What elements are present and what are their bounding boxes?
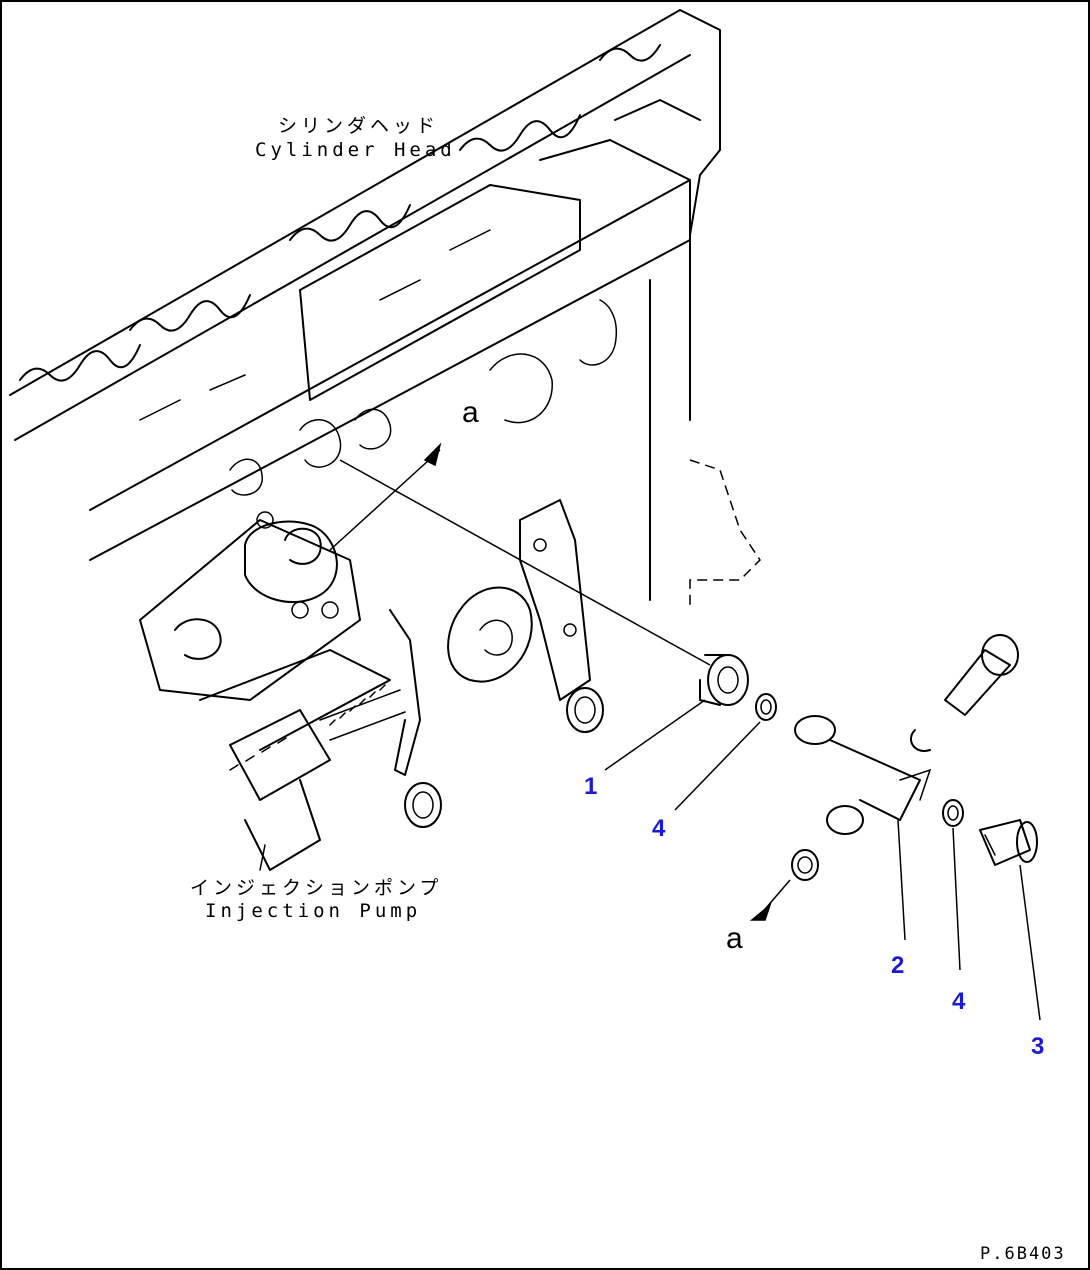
injection-pump-label-jp: インジェクションポンプ bbox=[190, 877, 443, 899]
mounting-bracket bbox=[389, 459, 761, 776]
callout-part-2: 2 bbox=[891, 952, 905, 979]
callout-part-3: 3 bbox=[1031, 1033, 1045, 1060]
cylinder-head-ridges bbox=[19, 44, 661, 382]
cylinder-head-label-jp: シリンダヘッド bbox=[278, 115, 440, 137]
reference-mark-a-lower: a bbox=[726, 922, 743, 955]
assembly-guide-lines bbox=[329, 442, 791, 921]
part-2-eye-joint-pipe bbox=[794, 715, 932, 835]
spare-bolt-upper bbox=[944, 634, 1019, 716]
callout-part-4-right: 4 bbox=[952, 988, 966, 1015]
spare-ring-upper bbox=[910, 729, 931, 752]
part-3-bolt bbox=[979, 819, 1038, 866]
reference-mark-a-upper: a bbox=[462, 396, 479, 429]
part-4-gasket-left bbox=[755, 693, 777, 721]
washer-left-of-part1 bbox=[566, 687, 604, 733]
cylinder-head-outline bbox=[9, 9, 721, 601]
callout-part-1: 1 bbox=[584, 773, 598, 800]
injection-pump bbox=[139, 511, 406, 871]
callout-part-4-left: 4 bbox=[652, 815, 666, 842]
part-1-connector bbox=[699, 654, 749, 706]
cylinder-head-label-en: Cylinder Head bbox=[255, 139, 456, 161]
injection-pump-label-en: Injection Pump bbox=[205, 900, 422, 922]
drawing-code: P.6B403 bbox=[980, 1244, 1066, 1264]
part-4-gasket-right bbox=[942, 799, 964, 827]
washer-lower-left bbox=[404, 782, 442, 828]
spare-washer-lower bbox=[791, 849, 819, 881]
callout-leaders bbox=[604, 699, 1041, 1021]
